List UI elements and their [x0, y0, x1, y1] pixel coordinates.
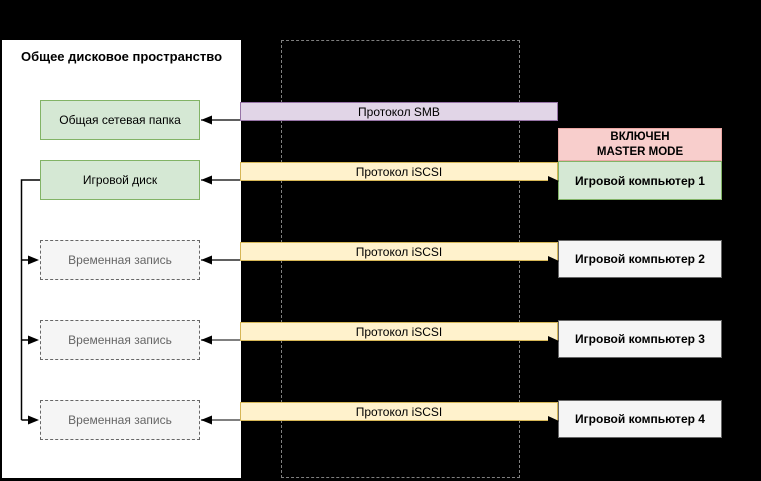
game-computer-label-3: Игровой компьютер 3: [575, 332, 705, 346]
iscsi-protocol-band-1: Протокол iSCSI: [240, 162, 558, 181]
iscsi-protocol-band-3: Протокол iSCSI: [240, 322, 558, 341]
game-computer-label-4: Игровой компьютер 4: [575, 412, 705, 426]
temp-record-label-3: Временная запись: [68, 413, 172, 427]
game-computer-label-2: Игровой компьютер 2: [575, 252, 705, 266]
iscsi-protocol-label-3: Протокол iSCSI: [355, 324, 443, 339]
iscsi-protocol-label-2: Протокол iSCSI: [355, 244, 443, 259]
game-computer-label-1: Игровой компьютер 1: [575, 173, 705, 188]
box-temp-record-1: Временная запись: [40, 240, 200, 280]
box-game-computer-2: Игровой компьютер 2: [558, 240, 722, 278]
iscsi-protocol-label-4: Протокол iSCSI: [355, 404, 443, 419]
iscsi-protocol-band-2: Протокол iSCSI: [240, 242, 558, 261]
box-game-computer-3: Игровой компьютер 3: [558, 320, 722, 358]
box-game-computer-4: Игровой компьютер 4: [558, 400, 722, 438]
game-disk-tree-line: [20, 179, 40, 420]
box-game-disk: Игровой диск: [40, 160, 200, 200]
smb-protocol-label: Протокол SMB: [358, 104, 440, 119]
shared-network-folder-label: Общая сетевая папка: [59, 113, 181, 127]
box-temp-record-3: Временная запись: [40, 400, 200, 440]
temp-record-label-2: Временная запись: [68, 333, 172, 347]
panel-title: Общее дисковое пространство: [20, 49, 223, 64]
iscsi-protocol-label-1: Протокол iSCSI: [355, 164, 443, 179]
smb-protocol-band: Протокол SMB: [240, 102, 558, 121]
game-disk-label: Игровой диск: [82, 173, 158, 187]
box-game-computer-1: Игровой компьютер 1: [558, 161, 722, 200]
iscsi-protocol-band-4: Протокол iSCSI: [240, 402, 558, 421]
master-mode-line1: ВКЛЮЧЕН: [610, 131, 670, 144]
master-mode-badge: ВКЛЮЧЕН MASTER MODE: [558, 128, 722, 161]
temp-record-label-1: Временная запись: [68, 253, 172, 267]
master-mode-line2: MASTER MODE: [596, 145, 684, 158]
box-shared-network-folder: Общая сетевая папка: [40, 100, 200, 140]
box-temp-record-2: Временная запись: [40, 320, 200, 360]
